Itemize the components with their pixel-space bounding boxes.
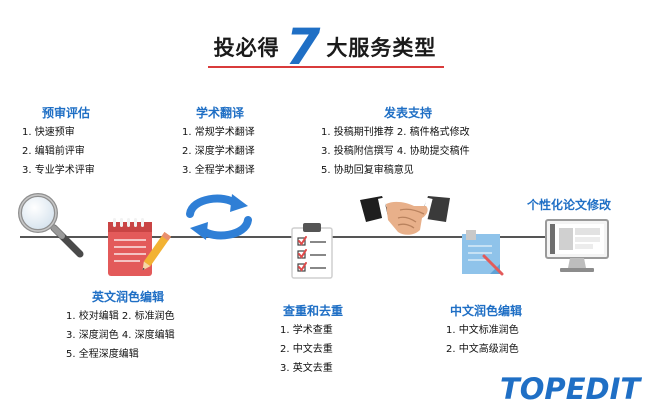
circular-arrows-icon — [186, 194, 252, 240]
title-suffix: 大服务类型 — [326, 36, 437, 60]
block-publication: 发表支持 1. 投稿期刊推荐 2. 稿件格式修改 3. 投稿附信撰写 4. 协助… — [321, 104, 470, 180]
review-item: 1. 快速预审 — [22, 127, 75, 138]
title-underline — [208, 66, 444, 68]
review-item: 2. 编辑前评审 — [22, 146, 85, 157]
translation-title: 学术翻译 — [196, 106, 245, 120]
plagiarism-item: 2. 中文去重 — [280, 344, 333, 355]
chinese-editing-item: 2. 中文高级润色 — [446, 344, 519, 355]
translation-item: 2. 深度学术翻译 — [182, 146, 255, 157]
block-chinese-editing: 中文润色编辑 1. 中文标准润色 2. 中文高级润色 — [446, 302, 523, 359]
english-editing-title: 英文润色编辑 — [92, 290, 165, 304]
checklist-clipboard-icon — [291, 223, 333, 279]
english-editing-item: 3. 深度润色 4. 深度编辑 — [66, 330, 175, 341]
monitor-icon — [545, 219, 609, 272]
title-prefix: 投必得 — [213, 36, 280, 60]
publication-item: 5. 协助回复审稿意见 — [321, 165, 414, 176]
english-editing-item: 5. 全程深度编辑 — [66, 349, 139, 360]
chinese-editing-title: 中文润色编辑 — [450, 304, 523, 318]
brand-logo: TOPEDIT — [500, 372, 641, 406]
block-plagiarism: 查重和去重 1. 学术查重 2. 中文去重 3. 英文去重 — [280, 302, 344, 378]
plagiarism-item: 3. 英文去重 — [280, 363, 333, 374]
publication-item: 3. 投稿附信撰写 4. 协助提交稿件 — [321, 146, 470, 157]
translation-item: 3. 全程学术翻译 — [182, 165, 255, 176]
block-translation: 学术翻译 1. 常规学术翻译 2. 深度学术翻译 3. 全程学术翻译 — [182, 104, 255, 180]
review-item: 3. 专业学术评审 — [22, 165, 95, 176]
translation-item: 1. 常规学术翻译 — [182, 127, 255, 138]
english-editing-item: 1. 校对编辑 2. 标准润色 — [66, 311, 175, 322]
block-english-editing: 英文润色编辑 1. 校对编辑 2. 标准润色 3. 深度润色 4. 深度编辑 5… — [66, 288, 175, 364]
sticky-note-icon — [462, 230, 504, 276]
magnifier-icon — [18, 193, 84, 258]
publication-item: 1. 投稿期刊推荐 2. 稿件格式修改 — [321, 127, 470, 138]
plagiarism-title: 查重和去重 — [283, 304, 344, 318]
review-title: 预审评估 — [42, 106, 91, 120]
chinese-editing-item: 1. 中文标准润色 — [446, 325, 519, 336]
notepad-pencil-icon — [108, 218, 172, 276]
publication-title: 发表支持 — [384, 106, 433, 120]
block-review: 预审评估 1. 快速预审 2. 编辑前评审 3. 专业学术评审 — [22, 104, 95, 180]
handshake-icon — [360, 196, 450, 235]
plagiarism-item: 1. 学术查重 — [280, 325, 333, 336]
custom-title: 个性化论文修改 — [527, 198, 612, 212]
